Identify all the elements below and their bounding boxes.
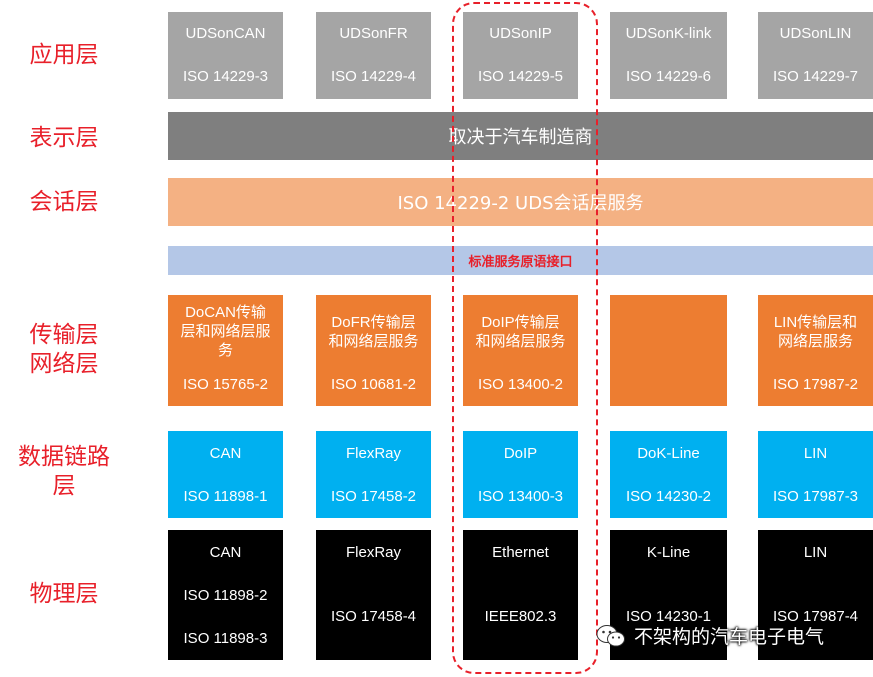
app-box-udsonk-link: UDSonK-link ISO 14229-6 [610, 12, 727, 99]
physical-box-name: CAN [209, 544, 242, 561]
physical-box-standard: ISO 11898-3 [183, 630, 268, 647]
physical-box-name: K-Line [646, 544, 691, 561]
presentation-bar: 取决于汽车制造商 [168, 112, 873, 160]
physical-box-ethernet: Ethernet IEEE802.3 [463, 530, 578, 660]
datalink-box-dok-line: DoK-Line ISO 14230-2 [610, 431, 727, 518]
datalink-box-standard: ISO 17458-2 [330, 488, 417, 505]
datalink-box-name: DoIP [503, 445, 538, 462]
layer-label-transport: 传输层 [29, 322, 99, 348]
datalink-box-standard: ISO 11898-1 [183, 488, 268, 505]
transport-box-desc: 务 [217, 342, 233, 359]
transport-box-desc: DoCAN传输 [185, 304, 266, 321]
app-box-standard: ISO 14229-4 [330, 68, 417, 85]
transport-box-desc: 层和网络层服 [180, 323, 271, 340]
app-box-udsonip: UDSonIP ISO 14229-5 [463, 12, 578, 99]
watermark-text: 不架构的汽车电子电气 [634, 626, 825, 648]
physical-box-standard: ISO 17458-4 [330, 608, 417, 625]
physical-box-lin: LIN ISO 17987-4 [758, 530, 873, 660]
physical-box-standard: IEEE802.3 [484, 608, 557, 625]
datalink-box-name: CAN [209, 445, 242, 462]
app-box-name: UDSonK-link [625, 25, 712, 42]
interface-bar-text: 标准服务原语接口 [468, 255, 573, 270]
transport-box-standard: ISO 15765-2 [182, 376, 269, 393]
transport-box-empty [610, 295, 727, 406]
wechat-icon [596, 624, 626, 648]
physical-box-flexray: FlexRay ISO 17458-4 [316, 530, 431, 660]
transport-box-standard: ISO 13400-2 [477, 376, 564, 393]
datalink-box-standard: ISO 17987-3 [772, 488, 859, 505]
physical-box-k-line: K-Line ISO 14230-1 [610, 530, 727, 660]
layer-label-physical: 物理层 [29, 581, 99, 607]
app-box-standard: ISO 14229-6 [625, 68, 712, 85]
datalink-box-standard: ISO 14230-2 [625, 488, 712, 505]
app-box-standard: ISO 14229-7 [772, 68, 859, 85]
datalink-box-can: CAN ISO 11898-1 [168, 431, 283, 518]
app-box-standard: ISO 14229-5 [477, 68, 564, 85]
transport-box-desc: 和网络层服务 [328, 333, 419, 350]
transport-box-standard: ISO 10681-2 [330, 376, 417, 393]
layer-label-presentation: 表示层 [29, 125, 99, 151]
transport-box-standard: ISO 17987-2 [772, 376, 859, 393]
watermark: 不架构的汽车电子电气 [596, 622, 824, 649]
layer-label-data-link-line2: 层 [52, 473, 76, 499]
physical-box-can: CAN ISO 11898-2 ISO 11898-3 [168, 530, 283, 660]
datalink-box-name: DoK-Line [637, 445, 700, 462]
physical-box-name: LIN [803, 544, 828, 561]
layer-label-data-link: 数据链路 层 [0, 443, 128, 501]
layer-label-application: 应用层 [29, 42, 99, 68]
app-box-udsonlin: UDSonLIN ISO 14229-7 [758, 12, 873, 99]
app-box-standard: ISO 14229-3 [182, 68, 269, 85]
physical-box-standard: ISO 11898-2 [183, 587, 268, 604]
datalink-box-name: FlexRay [345, 445, 401, 462]
layer-label-data-link-line1: 数据链路 [18, 444, 110, 470]
app-box-udsoncan: UDSonCAN ISO 14229-3 [168, 12, 283, 99]
transport-box-desc: DoFR传输层 [331, 314, 416, 331]
transport-box-desc: DoIP传输层 [481, 314, 560, 331]
session-bar-text: ISO 14229-2 UDS会话层服务 [397, 193, 644, 214]
physical-box-name: Ethernet [492, 544, 549, 561]
presentation-bar-text: 取决于汽车制造商 [448, 127, 593, 148]
layer-label-transport-network: 传输层 网络层 [0, 321, 128, 379]
transport-box-desc: 和网络层服务 [475, 333, 566, 350]
transport-box-desc: 网络层服务 [777, 333, 853, 350]
datalink-box-name: LIN [803, 445, 828, 462]
datalink-box-lin: LIN ISO 17987-3 [758, 431, 873, 518]
physical-box-standard: ISO 17987-4 [772, 608, 859, 625]
datalink-box-standard: ISO 13400-3 [477, 488, 564, 505]
doip-column-highlight [452, 2, 598, 674]
transport-box-dofr: DoFR传输层 和网络层服务 ISO 10681-2 [316, 295, 431, 406]
app-box-udsonfr: UDSonFR ISO 14229-4 [316, 12, 431, 99]
datalink-box-doip: DoIP ISO 13400-3 [463, 431, 578, 518]
datalink-box-flexray: FlexRay ISO 17458-2 [316, 431, 431, 518]
transport-box-doip: DoIP传输层 和网络层服务 ISO 13400-2 [463, 295, 578, 406]
transport-box-docan: DoCAN传输 层和网络层服 务 ISO 15765-2 [168, 295, 283, 406]
layer-label-network: 网络层 [29, 351, 99, 377]
physical-box-name: FlexRay [345, 544, 401, 561]
app-box-name: UDSonIP [489, 25, 552, 42]
interface-bar: 标准服务原语接口 [168, 246, 873, 275]
transport-box-lin: LIN传输层和 网络层服务 ISO 17987-2 [758, 295, 873, 406]
app-box-name: UDSonFR [339, 25, 408, 42]
physical-box-standard: ISO 14230-1 [625, 608, 712, 625]
app-box-name: UDSonLIN [779, 25, 852, 42]
layer-label-session: 会话层 [29, 189, 99, 215]
transport-box-desc: LIN传输层和 [773, 314, 858, 331]
app-box-name: UDSonCAN [185, 25, 266, 42]
session-bar: ISO 14229-2 UDS会话层服务 [168, 178, 873, 226]
